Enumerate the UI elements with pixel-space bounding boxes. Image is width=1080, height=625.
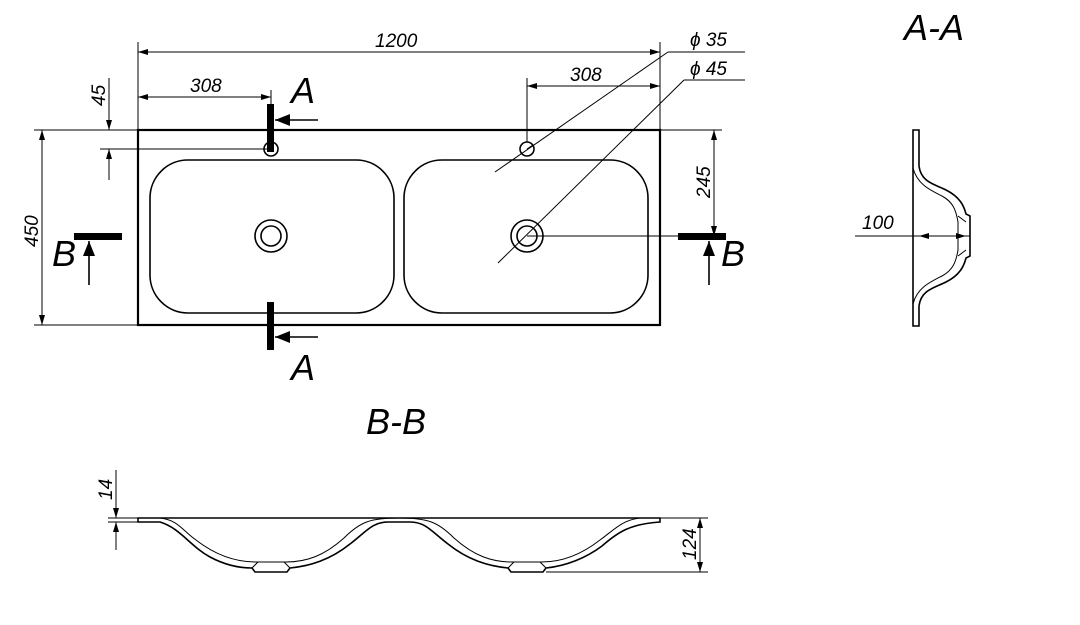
dim-tap-hole-diameter: ϕ 35 xyxy=(690,30,727,51)
dim-drain-from-edge: 245 xyxy=(694,166,715,199)
left-drain xyxy=(254,219,288,253)
plan-view xyxy=(136,128,722,327)
plan-dimensions: 1200 308 308 45 450 245 ϕ 35 ϕ 45 xyxy=(22,30,745,326)
section-bb-view: B-B 14 124 xyxy=(96,401,708,573)
section-b-right-label: B xyxy=(721,233,745,274)
dim-right-offset: 308 xyxy=(570,65,602,86)
dim-hole-from-edge: 45 xyxy=(89,84,110,106)
dim-overall-height: 124 xyxy=(680,528,701,560)
section-markers: A A B B xyxy=(52,70,745,388)
section-b-left-label: B xyxy=(52,233,76,274)
dim-rim-thickness: 14 xyxy=(96,479,117,500)
dim-overall-width: 1200 xyxy=(375,31,418,52)
section-bb-title: B-B xyxy=(366,401,426,442)
section-aa-view: A-A 100 xyxy=(855,7,971,327)
left-bowl xyxy=(149,159,395,314)
dim-total-depth: 450 xyxy=(22,215,43,247)
dim-bowl-depth-aa: 100 xyxy=(862,213,894,234)
dim-left-offset: 308 xyxy=(190,76,222,97)
section-a-top-label: A xyxy=(289,70,315,111)
countertop-outline xyxy=(136,128,662,327)
dim-drain-diameter: ϕ 45 xyxy=(690,59,727,80)
section-a-bottom-label: A xyxy=(289,347,315,388)
section-aa-title: A-A xyxy=(902,7,964,48)
